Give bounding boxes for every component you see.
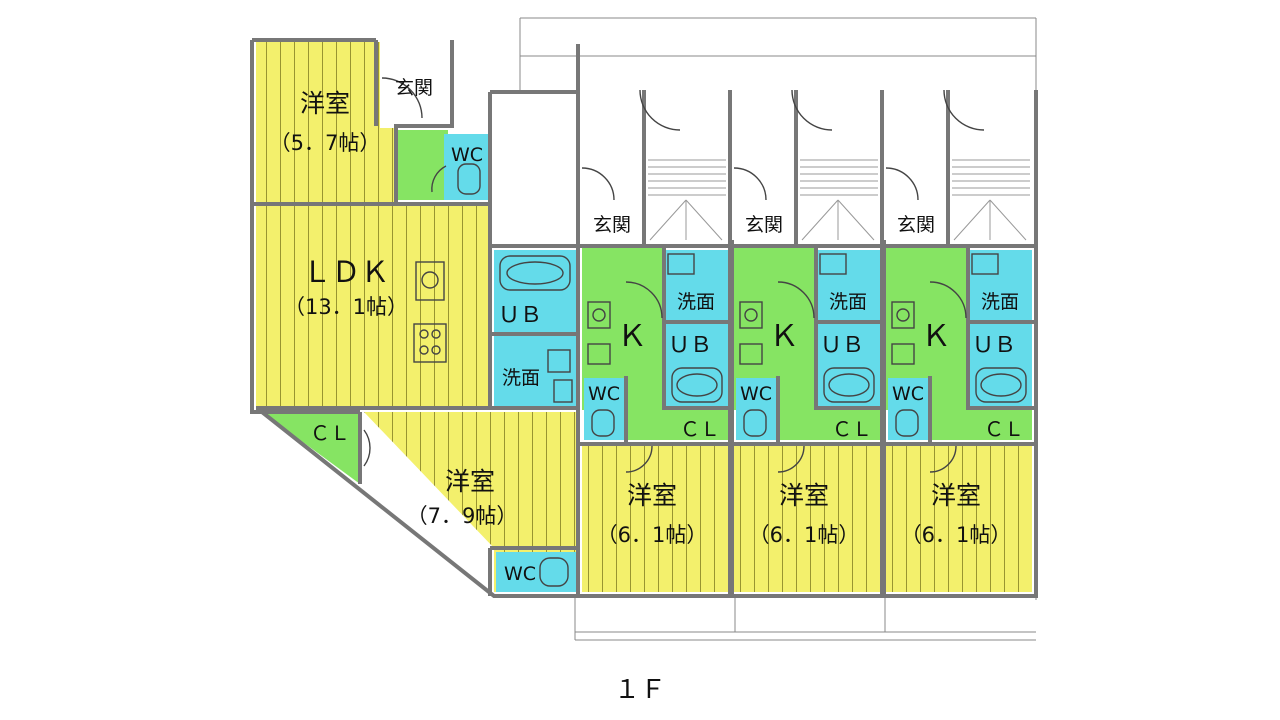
unit-1-label-ub: ＵＢ [668,333,712,358]
label-wc-upper: WC [451,144,483,166]
stair-area [580,90,644,240]
unit-3-label-wash: 洗面 [981,291,1019,313]
unit-3-label-wc: WC [892,383,924,405]
room-western-5-7-floor [256,42,394,202]
ub-room [666,324,728,406]
cl-room [820,412,880,440]
unit-labels: 玄関 Ｋ 洗面 ＵＢ WC ＣＬ 洋室 （6．1帖） 玄関 Ｋ 洗面 ＵＢ WC ＣＬ 洋室 （6．1帖） 玄関… [588,214,1024,547]
unit-2-label-room: 洋室 [779,481,829,510]
label-ldk: ＬＤＫ [302,255,389,289]
floor-label: １Ｆ [614,675,666,705]
unit-1-label-kitchen: Ｋ [617,319,647,354]
unit-3-label-cl: ＣＬ [984,417,1024,441]
stair-area [732,90,796,240]
unit-1-label-wc: WC [588,383,620,405]
label-western-7-9: 洋室 [445,467,495,496]
western-room-floor [886,446,1032,592]
unit-3-label-ub: ＵＢ [972,333,1016,358]
wash-room [666,250,728,320]
label-wc-lower: WC [504,563,536,585]
ldk-floor [256,206,488,406]
wash-room [818,250,880,320]
unit-1-label-genkan: 玄関 [593,214,631,236]
unit-3 [880,89,1038,598]
unit-3-label-kitchen: Ｋ [921,319,951,354]
wc-upper-room [444,134,490,200]
label-wash-large: 洗面 [502,367,540,389]
cl-room [972,412,1032,440]
wc-room [736,378,776,440]
unit-1-label-size: （6．1帖） [597,523,708,547]
wc-room [584,378,624,440]
unit-2-label-wc: WC [740,383,772,405]
label-western-7-9-size: （7．9帖） [407,504,518,528]
wash-large-room [494,334,576,408]
unit-3-label-room: 洋室 [931,481,981,510]
label-cl-large: ＣＬ [310,421,350,445]
cl-room [668,412,728,440]
unit-2-label-genkan: 玄関 [745,214,783,236]
unit-repeats [576,89,1038,598]
label-western-5-7: 洋室 [300,89,350,118]
stair-left [496,92,576,242]
western-room-floor [734,446,880,592]
unit-1-label-room: 洋室 [627,481,677,510]
unit-3-label-size: （6．1帖） [901,523,1012,547]
unit-2-label-ub: ＵＢ [820,333,864,358]
ub-room [818,324,880,406]
unit-3-label-genkan: 玄関 [897,214,935,236]
genkan-large [380,42,454,128]
label-genkan-large: 玄関 [395,77,433,99]
unit-2 [728,89,886,598]
label-ub-large: ＵＢ [498,303,542,328]
label-ldk-size: （13．1帖） [284,295,408,319]
unit-left [250,38,580,598]
unit-2-label-kitchen: Ｋ [769,319,799,354]
western-room-floor [582,446,728,592]
unit-2-label-cl: ＣＬ [832,417,872,441]
wash-room [970,250,1032,320]
unit-2-label-size: （6．1帖） [749,523,860,547]
unit-1-label-wash: 洗面 [677,291,715,313]
stair-area [884,90,948,240]
ub-room [970,324,1032,406]
unit-1 [576,89,734,598]
unit-2-label-wash: 洗面 [829,291,867,313]
label-western-5-7-size: （5．7帖） [270,131,381,155]
corridor-green [396,130,448,200]
ub-large-room [494,250,576,334]
wc-room [888,378,928,440]
unit-1-label-cl: ＣＬ [680,417,720,441]
